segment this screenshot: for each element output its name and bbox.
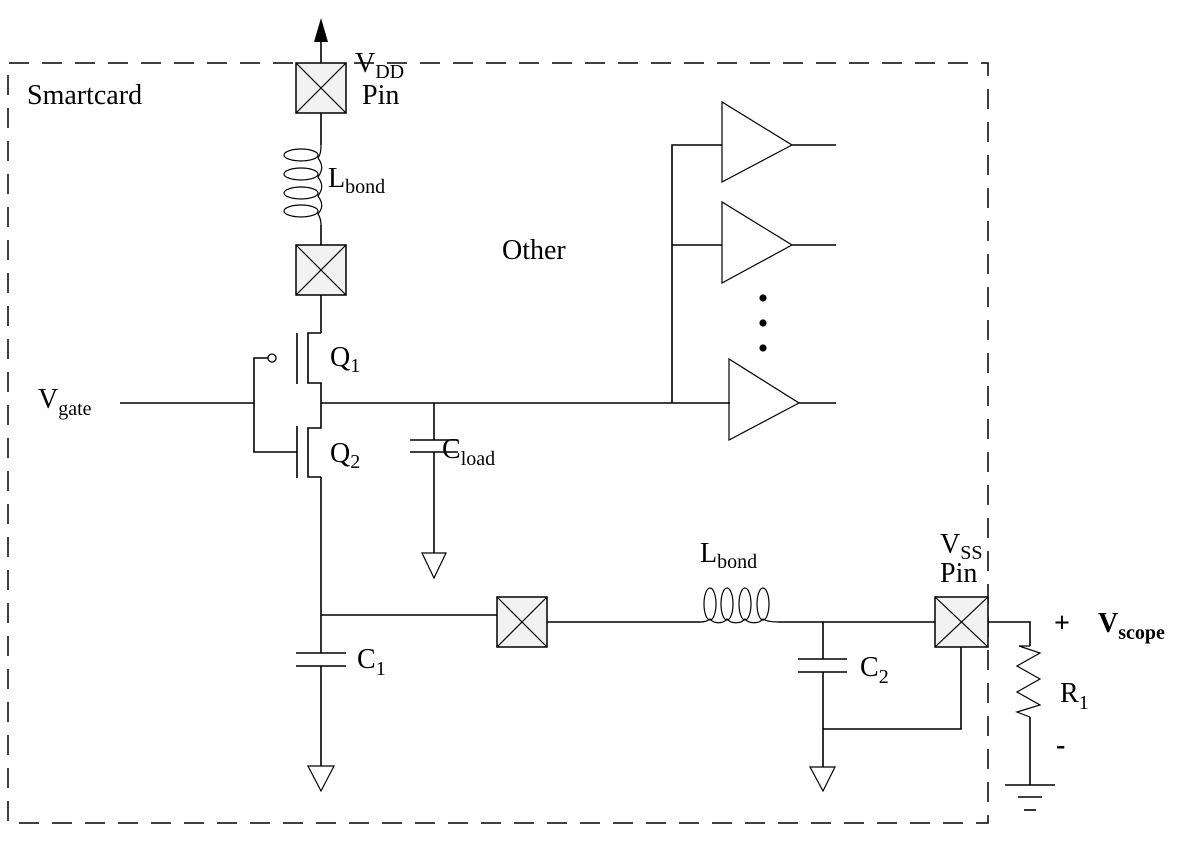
internal-pad-bottom	[496, 596, 548, 648]
r1-label: R1	[1060, 678, 1089, 714]
ellipsis-dots-icon	[759, 294, 767, 352]
q1-label: Q1	[330, 342, 360, 377]
buffer-array	[671, 100, 836, 441]
lbond-vss-label: Lbond	[700, 538, 757, 573]
c2-label: C2	[860, 652, 889, 688]
other-label: Other	[502, 235, 566, 266]
vdd-arrow-icon	[314, 18, 328, 63]
vss-label: VSS	[940, 529, 982, 564]
vdd-pin-pad	[295, 62, 347, 114]
lbond-vdd-label: Lbond	[328, 163, 385, 198]
c1-capacitor	[296, 652, 346, 793]
cload-capacitor	[410, 403, 458, 580]
ground-icon	[307, 765, 335, 793]
ground-icon	[808, 766, 836, 793]
vgate-label: Vgate	[38, 384, 92, 420]
buffer-3	[728, 357, 836, 441]
q1-pmos-transistor	[253, 332, 322, 478]
buffer-2	[721, 200, 836, 285]
ground-icon	[421, 552, 447, 580]
buffer-1	[721, 100, 836, 183]
minus-sign: -	[1056, 730, 1065, 761]
vdd-label: VDD	[355, 48, 404, 83]
lbond-vss-inductor	[699, 587, 779, 624]
vdd-pin-label: Pin	[362, 80, 399, 111]
smartcard-label: Smartcard	[27, 80, 142, 111]
lbond-vdd-inductor	[283, 144, 323, 226]
c2-capacitor	[798, 622, 847, 793]
vss-pin-pad	[934, 596, 989, 648]
q2-label: Q2	[330, 438, 360, 473]
internal-pad-top	[295, 244, 347, 296]
cload-label: Cload	[442, 434, 495, 470]
plus-sign: +	[1054, 608, 1070, 639]
smartcard-boundary	[7, 62, 989, 824]
r1-resistor	[988, 621, 1042, 785]
earth-ground-icon	[1005, 784, 1055, 811]
pmos-bubble-icon	[267, 353, 277, 363]
vss-pin-label: Pin	[940, 558, 977, 589]
vscope-label: Vscope	[1098, 608, 1165, 644]
c1-label: C1	[357, 644, 386, 680]
